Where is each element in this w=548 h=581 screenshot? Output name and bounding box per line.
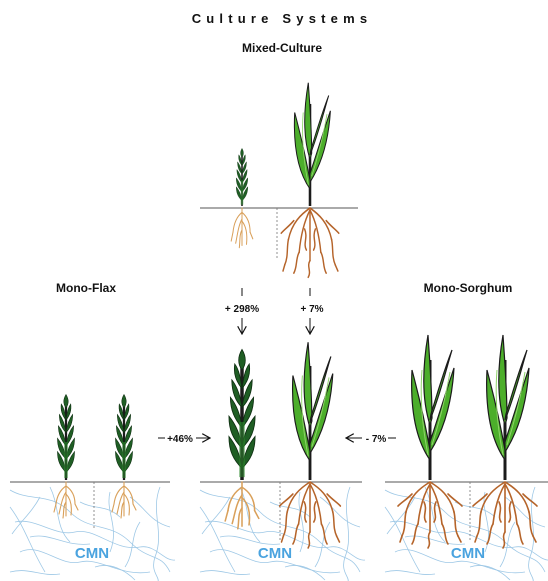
cmn-label: CMN [75, 545, 109, 562]
flax-plant-icon [115, 395, 132, 481]
sorghum-change-value: + 7% [300, 304, 323, 315]
mono-flax-label: Mono-Flax [56, 281, 116, 295]
flax-mono-to-mixed-arrow: +46% [158, 434, 210, 445]
left-arrow-value: +46% [167, 434, 193, 445]
flax-plant-icon [229, 350, 255, 481]
sorghum-root [473, 482, 537, 548]
mixed-culture-top-panel [200, 83, 358, 278]
sorghum-plant-icon [487, 335, 529, 480]
right-arrow-value: - 7% [366, 434, 387, 445]
mixed-culture-soil: CMN [200, 482, 365, 581]
flax-root [225, 482, 259, 529]
sorghum-plant-icon [293, 342, 333, 480]
sorghum-mono-to-mixed-arrow: - 7% [346, 434, 396, 445]
mono-flax-panel [54, 395, 136, 519]
sorghum-plant-icon [412, 335, 454, 480]
flax-change-arrow: + 298% [225, 288, 259, 334]
mixed-culture-bottom-panel [225, 342, 340, 548]
sorghum-root [280, 482, 341, 548]
sorghum-plant-icon [294, 83, 330, 206]
flax-change-value: + 298% [225, 304, 259, 315]
cmn-label: CMN [451, 545, 485, 562]
diagram-title: Culture Systems [192, 11, 373, 26]
cmn-label: CMN [258, 545, 292, 562]
mono-flax-soil: CMN [10, 482, 175, 581]
mono-sorghum-label: Mono-Sorghum [424, 281, 513, 295]
sorghum-root [398, 482, 462, 548]
sorghum-change-arrow: + 7% [300, 288, 323, 334]
flax-root [231, 208, 253, 248]
sorghum-root [281, 208, 339, 277]
flax-root [112, 482, 136, 518]
mono-sorghum-panel [398, 335, 537, 548]
mixed-culture-label: Mixed-Culture [242, 41, 322, 55]
flax-plant-icon [57, 395, 74, 481]
flax-plant-icon [236, 148, 248, 206]
